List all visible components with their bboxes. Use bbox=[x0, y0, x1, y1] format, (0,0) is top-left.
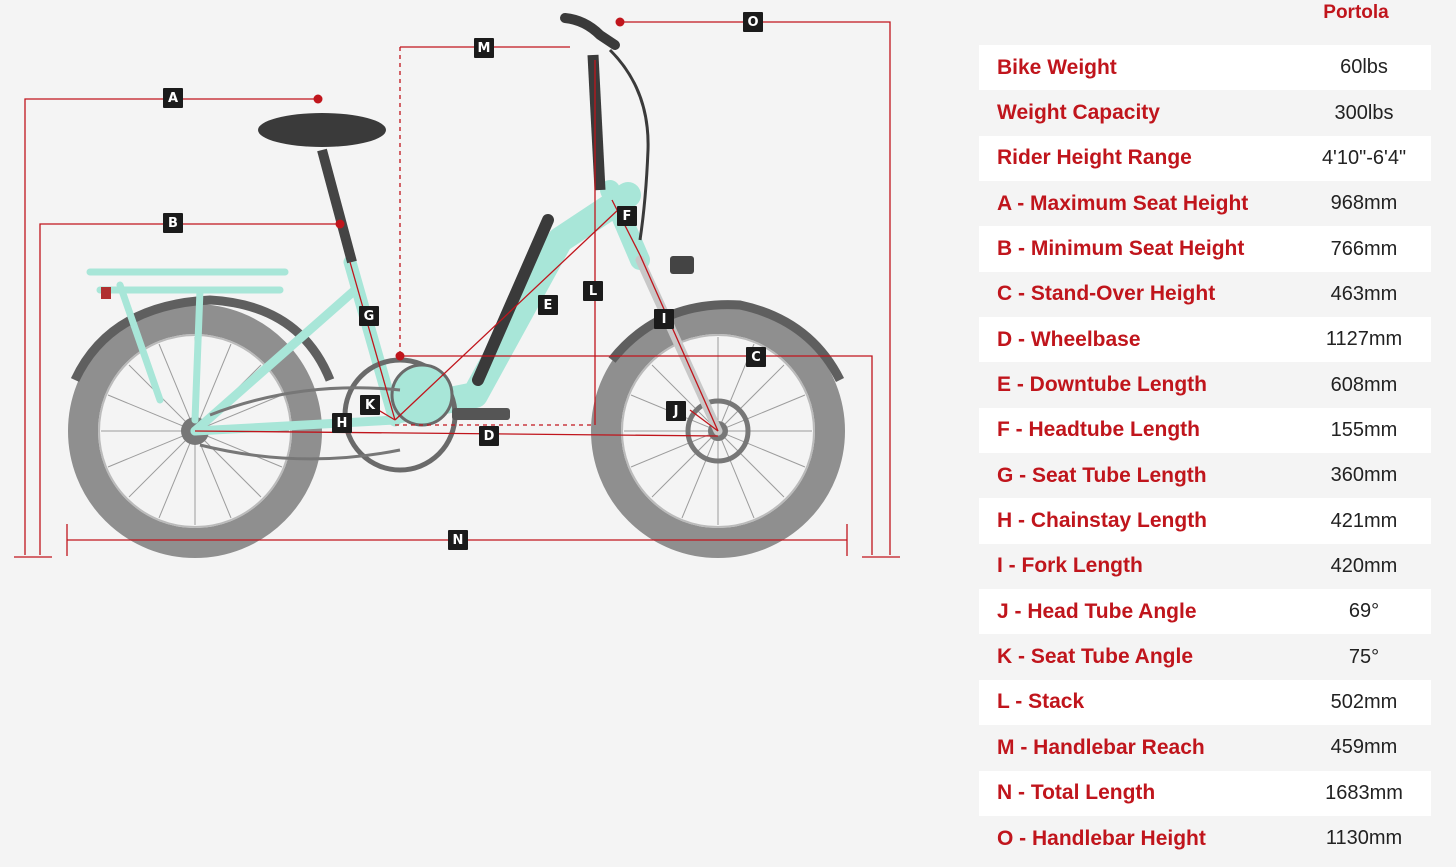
spec-name: E - Downtube Length bbox=[997, 373, 1207, 397]
label-d: D bbox=[479, 426, 499, 446]
rear-rack bbox=[86, 268, 289, 424]
spec-value: 1683mm bbox=[1325, 781, 1403, 804]
spec-row: D - Wheelbase 1127mm bbox=[979, 317, 1431, 363]
spec-value: 4'10"-6'4" bbox=[1321, 146, 1407, 169]
spec-value: 69° bbox=[1348, 600, 1380, 623]
spec-name: Rider Height Range bbox=[997, 146, 1192, 170]
label-m: M bbox=[474, 38, 494, 58]
spec-row: E - Downtube Length 608mm bbox=[979, 362, 1431, 408]
spec-name: G - Seat Tube Length bbox=[997, 463, 1207, 487]
bike-geometry-diagram: A B C D E F G H I J K L M N O bbox=[14, 12, 900, 558]
tail-light bbox=[101, 287, 111, 299]
spec-table: Bike Weight 60lbs Weight Capacity 300lbs R… bbox=[979, 45, 1431, 862]
brake-cable bbox=[608, 48, 650, 241]
spec-value: 766mm bbox=[1330, 237, 1398, 260]
spec-row: B - Minimum Seat Height 766mm bbox=[979, 226, 1431, 272]
spec-row: Rider Height Range 4'10"-6'4" bbox=[979, 135, 1431, 182]
spec-name: O - Handlebar Height bbox=[997, 826, 1206, 850]
label-b: B bbox=[163, 213, 183, 233]
spec-value: 360mm bbox=[1330, 464, 1398, 487]
spec-name: B - Minimum Seat Height bbox=[997, 237, 1245, 261]
spec-value: 420mm bbox=[1330, 554, 1398, 577]
spec-name: Bike Weight bbox=[997, 55, 1117, 79]
label-a: A bbox=[163, 88, 183, 108]
spec-value: 75° bbox=[1348, 645, 1380, 668]
headlight bbox=[670, 256, 694, 274]
spec-row: I - Fork Length 420mm bbox=[979, 543, 1431, 590]
battery bbox=[472, 214, 554, 386]
spec-name: D - Wheelbase bbox=[997, 327, 1141, 351]
label-j: J bbox=[666, 401, 686, 421]
bike-illustration bbox=[14, 13, 900, 558]
label-n: N bbox=[448, 530, 468, 550]
spec-value: 968mm bbox=[1330, 192, 1398, 215]
spec-name: M - Handlebar Reach bbox=[997, 735, 1205, 759]
spec-value: 60lbs bbox=[1340, 56, 1388, 79]
spec-value: 300lbs bbox=[1334, 101, 1394, 124]
spec-name: Weight Capacity bbox=[997, 101, 1160, 125]
label-g: G bbox=[359, 306, 379, 326]
spec-row: N - Total Length 1683mm bbox=[979, 770, 1431, 816]
spec-value: 608mm bbox=[1330, 373, 1398, 396]
spec-name: H - Chainstay Length bbox=[997, 509, 1208, 533]
spec-value: 155mm bbox=[1330, 418, 1398, 441]
measurement-points bbox=[313, 17, 625, 361]
seat-post bbox=[317, 148, 357, 264]
spec-value: 1130mm bbox=[1325, 827, 1403, 850]
spec-name: A - Maximum Seat Height bbox=[997, 191, 1249, 215]
spec-name: J - Head Tube Angle bbox=[997, 599, 1197, 623]
label-f: F bbox=[617, 206, 637, 226]
label-l: L bbox=[583, 281, 603, 301]
pedal bbox=[452, 408, 510, 420]
spec-name: K - Seat Tube Angle bbox=[997, 645, 1194, 669]
spec-value: 1127mm bbox=[1325, 328, 1403, 351]
spec-row: Bike Weight 60lbs bbox=[979, 45, 1431, 91]
label-e: E bbox=[538, 295, 558, 315]
label-k: K bbox=[360, 395, 380, 415]
spec-row: A - Maximum Seat Height 968mm bbox=[979, 181, 1431, 227]
spec-name: I - Fork Length bbox=[997, 554, 1143, 578]
spec-value: 421mm bbox=[1330, 509, 1398, 532]
spec-name: F - Headtube Length bbox=[997, 418, 1200, 442]
label-c: C bbox=[746, 347, 766, 367]
label-i: I bbox=[654, 309, 674, 329]
model-column-header: Portola bbox=[1323, 2, 1389, 23]
handlebar bbox=[560, 13, 620, 50]
spec-row: L - Stack 502mm bbox=[979, 679, 1431, 726]
front-fender bbox=[608, 300, 845, 383]
spec-row: M - Handlebar Reach 459mm bbox=[979, 725, 1431, 771]
spec-row: K - Seat Tube Angle 75° bbox=[979, 634, 1431, 680]
saddle bbox=[258, 113, 386, 147]
spec-value: 459mm bbox=[1330, 736, 1398, 759]
spec-value: 463mm bbox=[1330, 282, 1398, 305]
spec-row: G - Seat Tube Length 360mm bbox=[979, 453, 1431, 499]
spec-row: C - Stand-Over Height 463mm bbox=[979, 271, 1431, 318]
spec-row: O - Handlebar Height 1130mm bbox=[979, 815, 1431, 862]
stem bbox=[587, 54, 606, 191]
spec-row: F - Headtube Length 155mm bbox=[979, 407, 1431, 454]
spec-row: Weight Capacity 300lbs bbox=[979, 90, 1431, 136]
label-h: H bbox=[332, 413, 352, 433]
label-o: O bbox=[743, 12, 763, 32]
spec-row: H - Chainstay Length 421mm bbox=[979, 498, 1431, 544]
spec-name: N - Total Length bbox=[997, 781, 1156, 805]
spec-name: L - Stack bbox=[997, 690, 1085, 714]
spec-row: J - Head Tube Angle 69° bbox=[979, 589, 1431, 635]
spec-name: C - Stand-Over Height bbox=[997, 282, 1216, 306]
spec-value: 502mm bbox=[1330, 690, 1398, 713]
chain bbox=[199, 386, 401, 461]
